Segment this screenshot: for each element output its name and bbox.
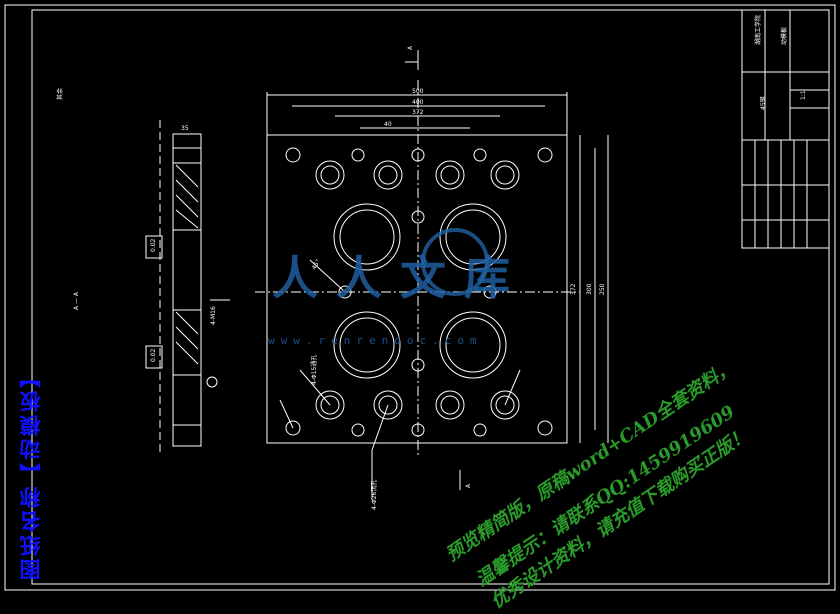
section-mark-top: A — [407, 45, 414, 50]
dim-400: 400 — [412, 99, 424, 106]
plate-outline — [255, 80, 609, 455]
dim-right-250: 250 — [599, 283, 606, 295]
watermark-url: www.renrendoc.com — [268, 334, 483, 347]
inner-frame — [31, 9, 830, 585]
dim-right-372: 372 — [570, 283, 577, 295]
title-scale: 1:1 — [800, 90, 807, 100]
roughness-note: 其余 — [56, 88, 64, 100]
section-mark-bottom: A — [465, 483, 472, 488]
dim-40: 40 — [384, 121, 392, 128]
title-material: 45钢 — [759, 96, 767, 110]
dim-right-300: 300 — [586, 283, 593, 295]
tol-2: 0.02 — [150, 348, 157, 362]
dim-thickness: 35 — [181, 125, 189, 132]
dim-overall-width: 500 — [412, 88, 424, 95]
hole-note-2: 4-Φ26沉孔 — [370, 480, 378, 510]
watermark-logo — [421, 228, 489, 296]
side-note: 4-M16 — [210, 306, 217, 325]
cad-drawing: 500 400 372 40 372 300 250 35 45° 4-M16 … — [4, 4, 836, 591]
watermark-logo-text: 人人文库 — [272, 251, 528, 305]
drawing-frame — [4, 4, 836, 591]
title-company: 湖南工学院 — [754, 15, 762, 45]
tol-1: 0.02 — [150, 238, 157, 252]
section-label: A — A — [73, 291, 80, 310]
section-view — [145, 120, 230, 455]
title-part: 动模板 — [780, 27, 788, 45]
hole-note: 4-Φ15通孔 — [310, 355, 318, 385]
drawing-title: 图纸名称【动模板】 — [19, 364, 43, 580]
title-block — [741, 9, 830, 249]
dim-372: 372 — [412, 109, 424, 116]
holes — [285, 147, 553, 437]
leaders — [279, 50, 521, 500]
dim-angle: 45° — [311, 258, 322, 271]
